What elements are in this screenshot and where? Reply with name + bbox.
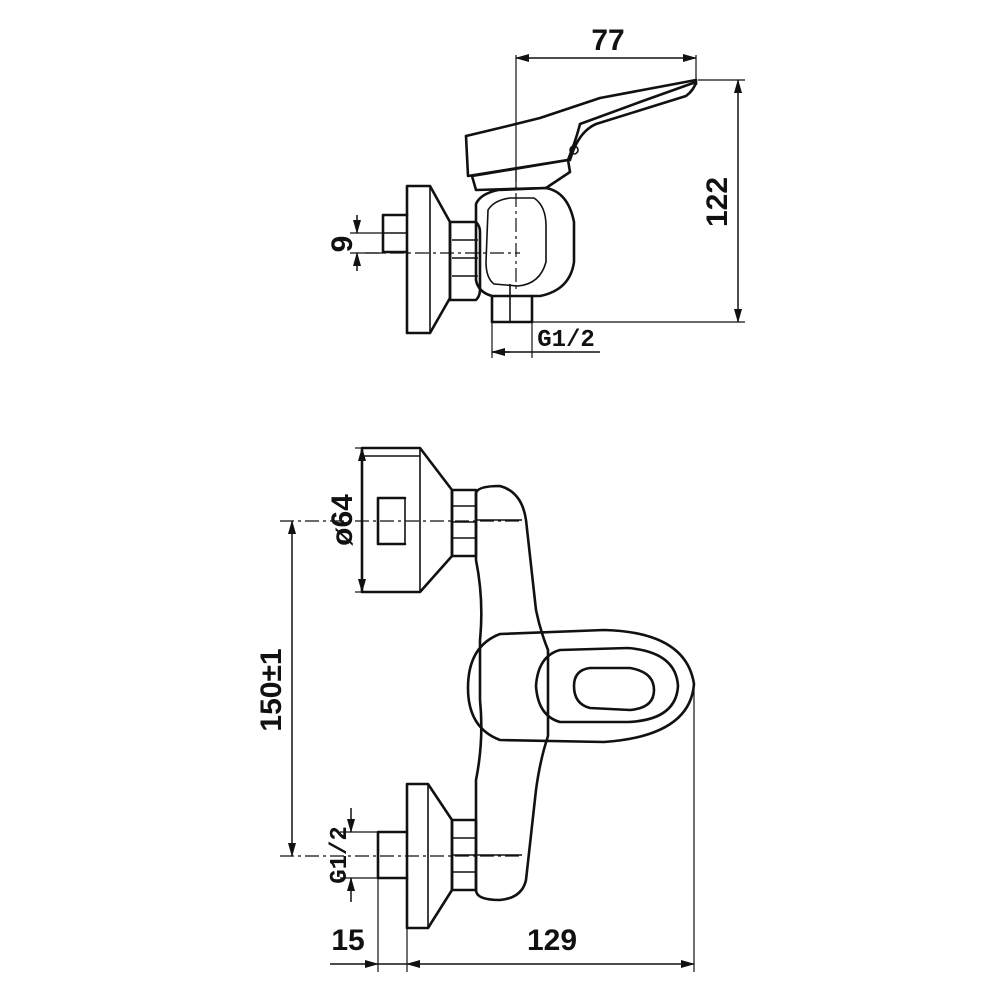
- front-mixer-body: [474, 484, 550, 902]
- dim-label-15: 15: [331, 924, 364, 957]
- dim-label-9: 9: [326, 236, 359, 253]
- dim-label-122: 122: [701, 177, 734, 227]
- front-upper-nut: [450, 488, 478, 558]
- dim-label-g12-top: G1/2: [537, 327, 595, 354]
- dim-label-d64: ø64: [326, 494, 359, 546]
- dim-label-g12-front: G1/2: [327, 826, 354, 884]
- top-mixer-body: [474, 186, 576, 298]
- top-view: 77 122 9 G1/2: [326, 24, 745, 358]
- top-cartridge-housing: [470, 158, 572, 192]
- front-dim-bottom: 15 129: [330, 690, 695, 972]
- front-upper-flange: [360, 446, 454, 594]
- dim-label-129: 129: [527, 924, 577, 957]
- top-bottom-outlet: [490, 284, 534, 324]
- front-dim-d64: ø64: [326, 447, 366, 593]
- top-inlet-stub: [381, 213, 409, 254]
- front-dim-g12: G1/2: [327, 808, 378, 902]
- front-lower-nut: [450, 818, 478, 892]
- top-dim-77: 77: [515, 24, 697, 190]
- top-flange: [405, 184, 452, 335]
- front-lever: [466, 628, 696, 744]
- top-lever: [464, 78, 698, 178]
- front-lower-inlet: [376, 830, 409, 880]
- top-dim-9: 9: [326, 215, 383, 271]
- dim-label-77: 77: [591, 24, 624, 57]
- front-view: ø64 150±1 G1/2 15 129: [255, 446, 696, 972]
- top-dim-122: 122: [532, 79, 745, 323]
- front-dim-150: 150±1: [255, 520, 296, 857]
- dim-label-150: 150±1: [255, 648, 288, 731]
- top-dim-g12: G1/2: [491, 322, 600, 358]
